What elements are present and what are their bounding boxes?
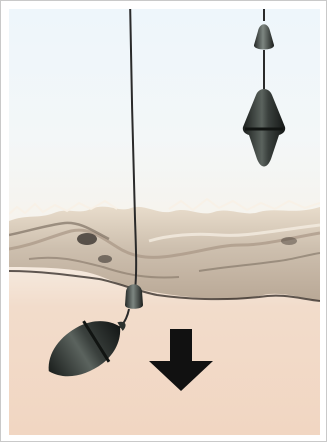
weight-icon — [243, 9, 285, 167]
sinking-weight-icon — [36, 303, 138, 391]
down-arrow-icon — [149, 329, 213, 391]
scene — [9, 9, 320, 435]
illustration — [9, 9, 320, 435]
sediment-ripples — [9, 199, 320, 301]
